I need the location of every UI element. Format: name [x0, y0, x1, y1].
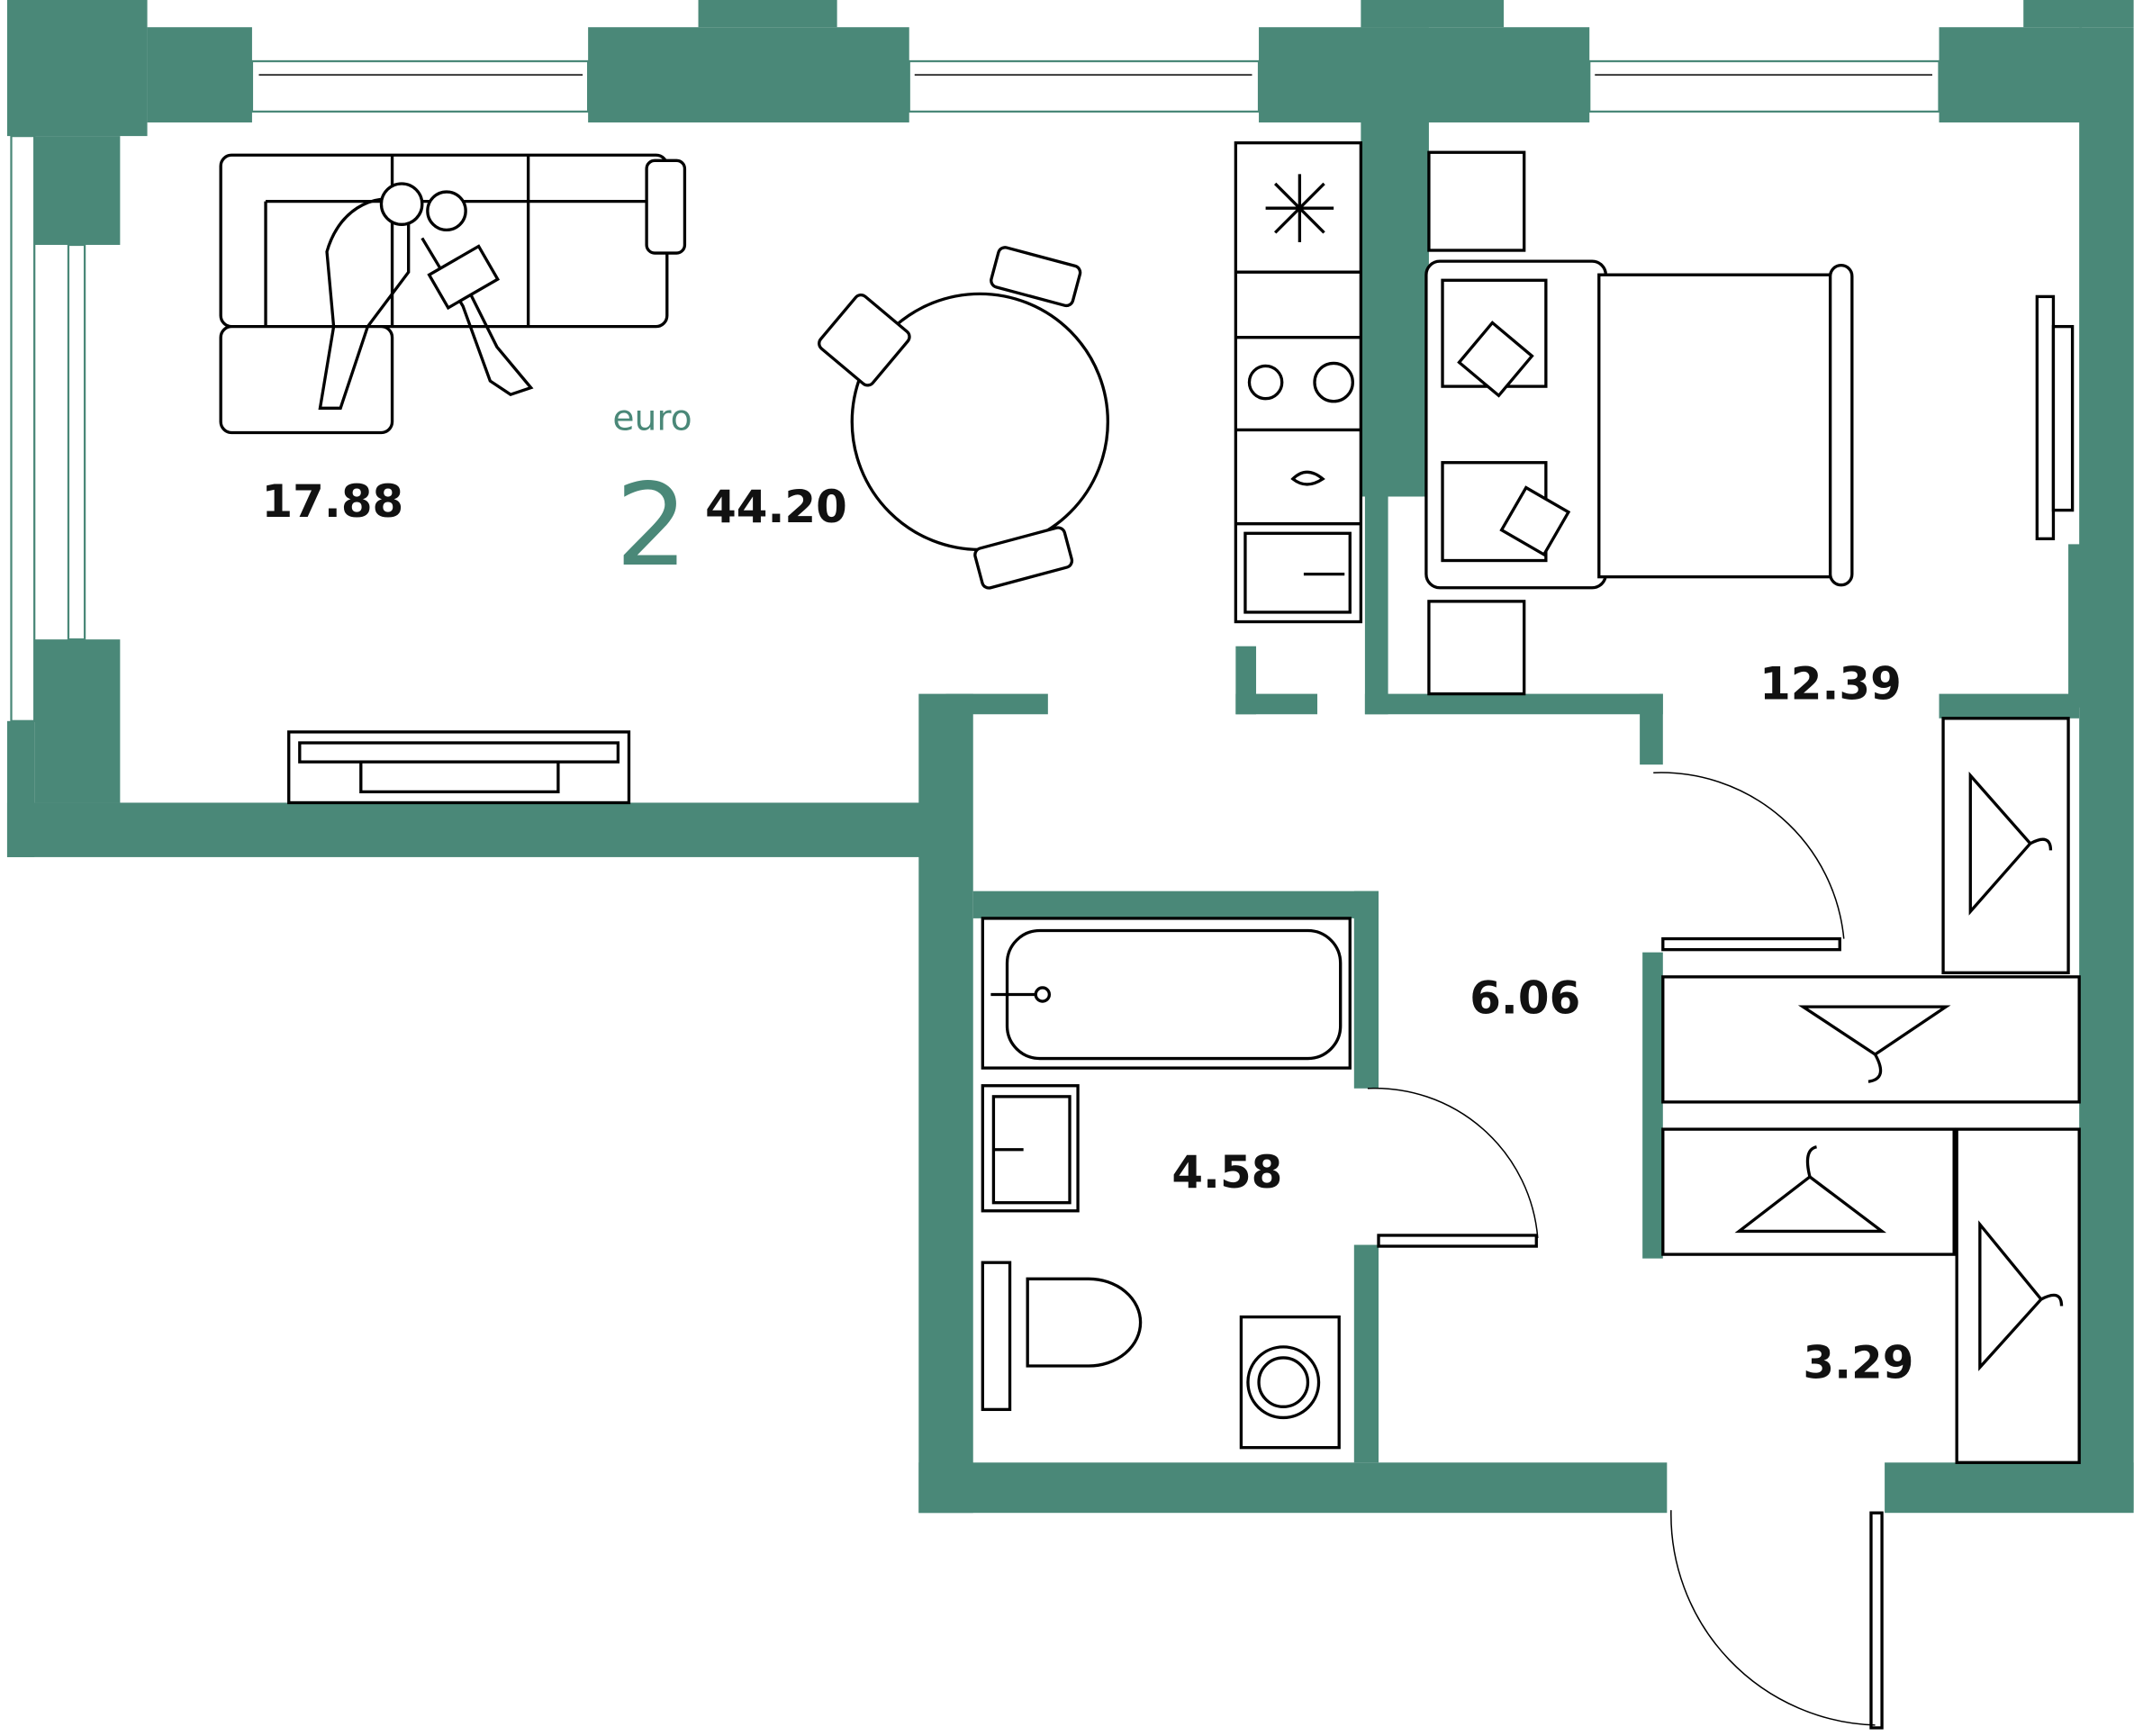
bathroom-fixtures	[981, 917, 1352, 1450]
hanger-icon	[1978, 1220, 2064, 1371]
apartment-type-label: euro	[612, 398, 692, 439]
hanger-icon	[1797, 1005, 1951, 1083]
total-area: 44.20	[705, 481, 847, 533]
room-count: 2	[615, 458, 688, 592]
hanger-icon	[1734, 1145, 1887, 1234]
wardrobes	[1661, 717, 2081, 1464]
sofa	[219, 153, 687, 435]
walls	[6, 0, 2134, 1514]
people-on-sofa-illustration	[318, 182, 534, 410]
dining-table	[818, 246, 1109, 590]
doors	[1367, 772, 1884, 1730]
windows	[10, 59, 1940, 722]
hanger-icon	[1968, 771, 2053, 916]
snowflake-icon	[1265, 174, 1334, 242]
living-room-area: 17.88	[262, 475, 404, 528]
bedroom-area: 12.39	[1759, 658, 1902, 710]
wardrobe-area: 3.29	[1803, 1337, 1913, 1389]
wall-tv	[2035, 294, 2075, 541]
tv-stand	[287, 730, 631, 805]
bathroom-area: 4.58	[1171, 1146, 1282, 1198]
hallway-area: 6.06	[1469, 972, 1580, 1025]
bed	[1424, 150, 1854, 696]
kitchen-units	[1234, 140, 1363, 624]
